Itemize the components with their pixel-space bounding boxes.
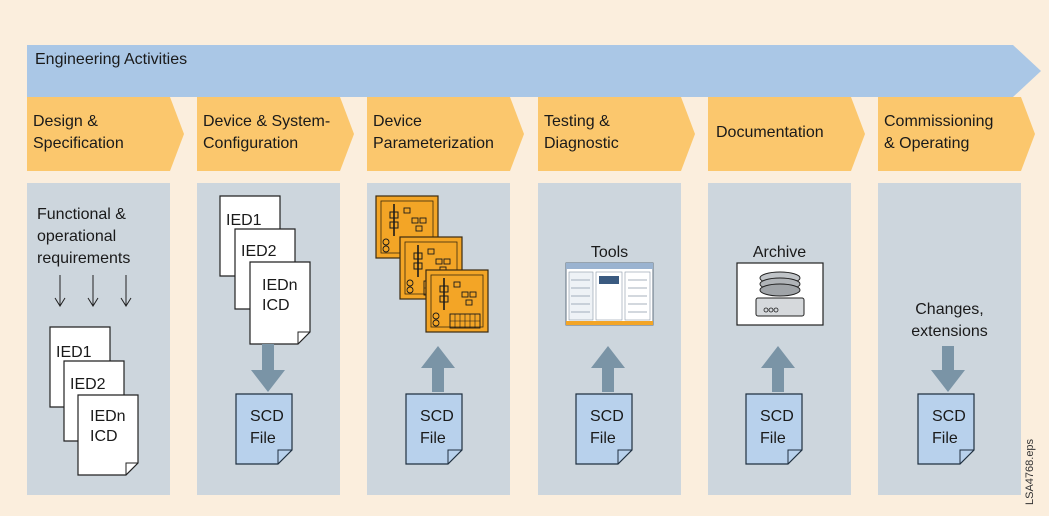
scd-file-icon: [235, 393, 293, 465]
flow-arrow-down: [931, 346, 965, 392]
phase-label-line2: Configuration: [203, 135, 299, 152]
figure-code: LSA4768.eps: [1024, 438, 1036, 505]
flow-arrow-up: [421, 346, 455, 392]
phase-label-line1: Device & System-: [203, 113, 331, 130]
scd-file-label: File: [250, 430, 276, 447]
phase-label-line2: Diagnostic: [544, 135, 619, 152]
requirement-arrow-head: [54, 297, 66, 307]
archive-icon: [736, 262, 824, 326]
phase-arrow-2: [197, 97, 354, 171]
document-label: IED2: [70, 376, 106, 393]
scd-file-fold: [277, 449, 292, 464]
document-label: IEDn: [90, 408, 126, 425]
phase-label-line1: Design &: [33, 113, 98, 130]
archive-caption: Archive: [752, 244, 807, 261]
device-display-3: [425, 269, 489, 333]
banner-label: Engineering Activities: [35, 51, 188, 68]
scd-file-label: File: [760, 430, 786, 447]
phase-label-line2: Specification: [33, 135, 124, 152]
phase-label-line1: Documentation: [716, 124, 824, 141]
scd-file-fold: [787, 449, 802, 464]
scd-file-label: SCD: [760, 408, 794, 425]
scd-file-label: File: [590, 430, 616, 447]
icd-document-n: [249, 261, 311, 345]
scd-file-label: SCD: [420, 408, 454, 425]
scd-file-label: File: [420, 430, 446, 447]
document-label: IED1: [56, 344, 92, 361]
scd-file-label: File: [932, 430, 958, 447]
phase-label-line2: Parameterization: [373, 135, 494, 152]
scd-file-label: SCD: [590, 408, 624, 425]
phase-label-line1: Testing &: [544, 113, 610, 130]
phase-label-line1: Device: [373, 113, 422, 130]
requirements-caption: Functional &: [37, 206, 126, 223]
scd-file-fold: [959, 449, 974, 464]
phase-arrow-3: [367, 97, 524, 171]
icd-document-n: [77, 394, 139, 476]
requirements-caption: requirements: [37, 250, 131, 267]
phase-arrow-6: [878, 97, 1035, 171]
document-label: IED2: [241, 243, 277, 260]
scd-file-icon: [917, 393, 975, 465]
engineering-activities-banner: [27, 45, 1041, 97]
phase-label-line1: Commissioning: [884, 113, 994, 130]
scd-file-label: SCD: [250, 408, 284, 425]
phase-label-line2: & Operating: [884, 135, 970, 152]
scd-file-label: SCD: [932, 408, 966, 425]
document-label: IEDn: [262, 277, 298, 294]
scd-file-icon: [745, 393, 803, 465]
scd-file-icon: [405, 393, 463, 465]
flow-arrow-up: [761, 346, 795, 392]
phase-arrow-5: [708, 97, 865, 171]
requirement-arrow-head: [87, 297, 99, 307]
changes-caption: extensions: [911, 323, 988, 340]
scd-file-fold: [447, 449, 462, 464]
flow-arrow-down: [251, 344, 285, 392]
tools-caption: Tools: [590, 244, 629, 261]
requirement-arrow-head: [120, 297, 132, 307]
requirements-caption: operational: [37, 228, 117, 245]
document-label: ICD: [262, 297, 290, 314]
flow-arrow-up: [591, 346, 625, 392]
tools-screenshot: [565, 262, 654, 326]
scd-file-icon: [575, 393, 633, 465]
document-label: ICD: [90, 428, 118, 445]
phase-arrow-1: [27, 97, 184, 171]
phase-arrow-4: [538, 97, 695, 171]
changes-caption: Changes,: [915, 301, 984, 318]
scd-file-fold: [617, 449, 632, 464]
document-label: IED1: [226, 212, 262, 229]
